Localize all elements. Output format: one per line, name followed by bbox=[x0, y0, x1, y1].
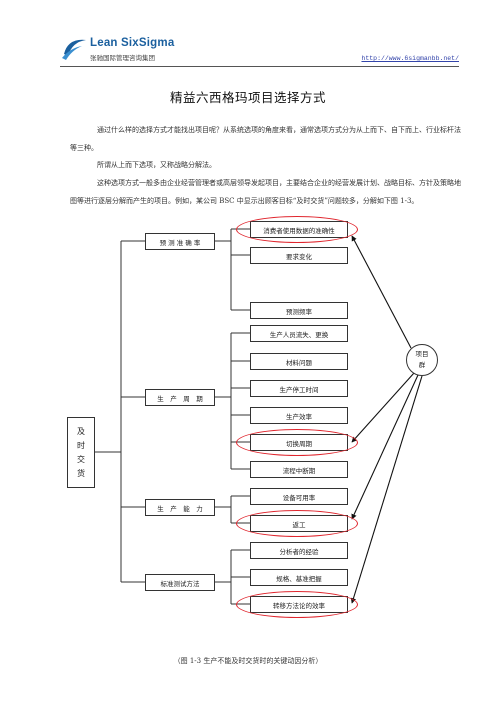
body-paragraph-2: 所谓从上而下选项，又称战略分解法。 bbox=[97, 161, 216, 169]
swoosh-logo-icon bbox=[62, 39, 86, 60]
project-group-label: 项目 bbox=[415, 350, 429, 358]
highlight-ellipse bbox=[236, 429, 358, 456]
root-node: 及 时 交 货 bbox=[67, 417, 95, 488]
highlight-ellipse bbox=[236, 591, 358, 618]
root-char: 时 bbox=[77, 440, 85, 450]
leaf-node: 流程中断期 bbox=[250, 461, 348, 478]
header-divider bbox=[60, 66, 459, 67]
leaf-node: 生产效率 bbox=[250, 407, 348, 424]
category-node: 生 产 周 期 bbox=[145, 389, 215, 406]
project-group-label: 群 bbox=[418, 361, 426, 369]
leaf-node: 材料问题 bbox=[250, 353, 348, 370]
leaf-node: 要求变化 bbox=[250, 247, 348, 264]
root-char: 交 bbox=[77, 454, 85, 464]
leaf-node: 生产人员流失、更换 bbox=[250, 325, 348, 342]
leaf-node: 预测频率 bbox=[250, 302, 348, 319]
body-paragraph-1: 通过什么样的选择方式才能找出项目呢？从系统选项的角度来看，通常选项方式分为从上而… bbox=[70, 126, 461, 152]
category-node: 生 产 能 力 bbox=[145, 499, 215, 516]
project-group-node: 项目 群 bbox=[406, 344, 438, 376]
leaf-node: 分析者的经验 bbox=[250, 542, 348, 559]
brand-name: Lean SixSigma bbox=[90, 37, 175, 49]
leaf-node: 规格、基准把握 bbox=[250, 569, 348, 586]
category-node: 标准测试方法 bbox=[145, 574, 215, 591]
leaf-node: 设备可用率 bbox=[250, 488, 348, 505]
highlight-ellipse bbox=[236, 216, 358, 243]
brand-subtitle: 张驰国际管理咨询集团 bbox=[90, 54, 155, 62]
highlight-ellipse bbox=[236, 510, 358, 537]
body-paragraph-3: 这种选项方式一般多由企业经营管理者或高层领导发起项目，主要结合企业的经营发展计划… bbox=[70, 179, 461, 205]
figure-caption: （图 1-3 生产不能及时交货时的关键动因分析） bbox=[173, 657, 323, 665]
header-url-link[interactable]: http://www.6sigmanbb.net/ bbox=[361, 55, 459, 62]
company-logo: Lean SixSigma 张驰国际管理咨询集团 bbox=[60, 34, 200, 66]
root-char: 货 bbox=[77, 468, 85, 478]
category-node: 预 测 准 确 率 bbox=[145, 233, 215, 250]
root-char: 及 bbox=[77, 426, 85, 436]
document-title: 精益六西格玛项目选择方式 bbox=[169, 90, 326, 105]
leaf-node: 生产停工时间 bbox=[250, 380, 348, 397]
